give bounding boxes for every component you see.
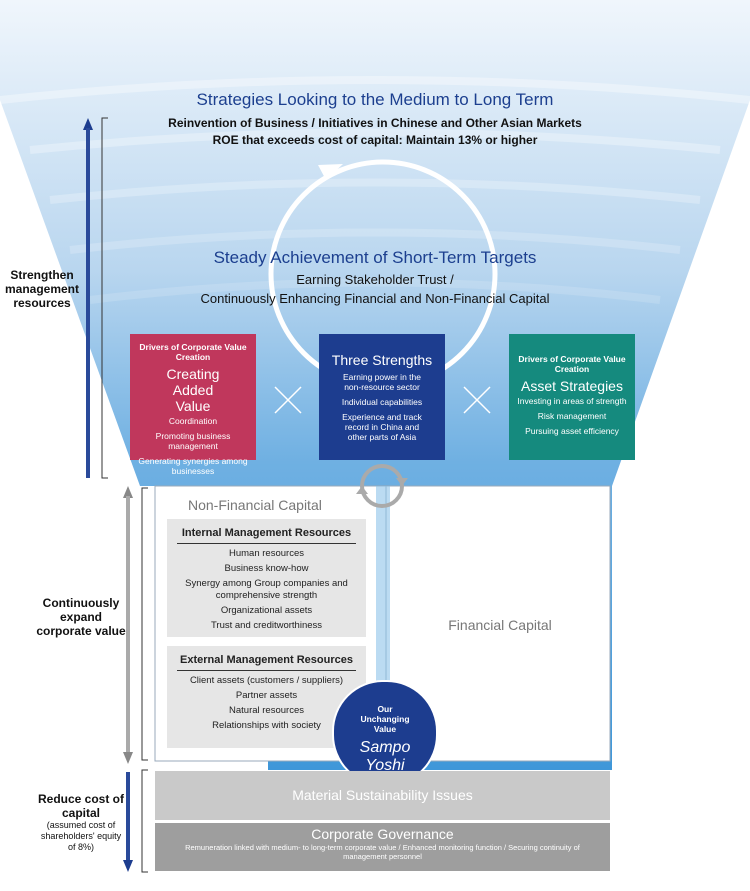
left-card-item: Coordination: [168, 416, 218, 426]
external-item: Partner assets: [235, 690, 298, 701]
medium-long-term-line2: ROE that exceeds cost of capital: Mainta…: [212, 133, 538, 147]
right-card-item: Risk management: [537, 411, 607, 421]
short-term-line1: Earning Stakeholder Trust /: [296, 272, 454, 287]
medium-long-term-title: Strategies Looking to the Medium to Long…: [196, 90, 554, 109]
internal-title: Internal Management Resources: [181, 527, 352, 539]
external-resources-panel: External Management Resources Client ass…: [167, 646, 366, 748]
medium-long-term-line1: Reinvention of Business / Initiatives in…: [168, 116, 582, 130]
asset-strategies-card: Drivers of Corporate Value Creation Asse…: [509, 334, 635, 460]
circle-caption: Our Unchanging Value: [360, 704, 410, 734]
expand-label: Continuously expand corporate value: [36, 596, 126, 638]
center-card-item: Experience and track record in China and…: [342, 412, 422, 442]
right-card-caption: Drivers of Corporate Value Creation: [518, 354, 626, 374]
internal-item: Organizational assets: [220, 605, 313, 616]
reduce-label: Reduce cost of capital (assumed cost of …: [36, 792, 126, 853]
internal-item: Trust and creditworthiness: [210, 620, 323, 631]
material-sustainability-bar: Material Sustainability Issues: [155, 771, 610, 820]
external-item: Natural resources: [229, 705, 304, 716]
non-financial-capital-title: Non-Financial Capital: [188, 497, 322, 513]
right-card-title: Asset Strategies: [521, 378, 623, 394]
reduce-note: (assumed cost of shareholders' equity of…: [40, 820, 122, 852]
divider: [177, 543, 356, 544]
left-card-item: Promoting business management: [155, 431, 231, 451]
external-item: Client assets (customers / suppliers): [189, 675, 344, 686]
short-term-title: Steady Achievement of Short-Term Targets: [213, 248, 537, 267]
governance-note: Remuneration linked with medium- to long…: [185, 843, 580, 861]
left-card-caption: Drivers of Corporate Value Creation: [139, 342, 247, 362]
external-item: Relationships with society: [212, 720, 321, 731]
left-card-item: Generating synergies among businesses: [138, 456, 248, 476]
three-strengths-card: Three Strengths Earning power in the non…: [319, 334, 445, 460]
corporate-governance-bar: Corporate Governance Remuneration linked…: [155, 823, 610, 871]
circle-name: Sampo Yoshi: [359, 739, 411, 774]
governance-title: Corporate Governance: [311, 826, 454, 842]
internal-item: Business know-how: [224, 563, 309, 574]
short-term-line2: Continuously Enhancing Financial and Non…: [200, 291, 550, 306]
internal-item: Synergy among Group companies and compre…: [185, 578, 348, 601]
center-card-title: Three Strengths: [331, 352, 433, 368]
internal-item: Human resources: [229, 548, 304, 559]
right-card-item: Pursuing asset efficiency: [525, 426, 619, 436]
sampo-yoshi-circle: Our Unchanging Value Sampo Yoshi: [332, 680, 438, 786]
strengthen-label: Strengthen management resources: [4, 268, 80, 310]
creating-added-value-card: Drivers of Corporate Value Creation Crea…: [130, 334, 256, 476]
divider: [177, 670, 356, 671]
reduce-text: Reduce cost of capital: [37, 792, 124, 820]
financial-capital-title: Financial Capital: [448, 617, 552, 633]
left-card-title: Creating Added Value: [166, 366, 220, 414]
center-card-item: Earning power in the non-resource sector: [343, 372, 421, 392]
center-card-item: Individual capabilities: [341, 397, 423, 407]
external-title: External Management Resources: [179, 654, 353, 666]
internal-resources-panel: Internal Management Resources Human reso…: [167, 519, 366, 637]
right-card-item: Investing in areas of strength: [517, 396, 627, 406]
